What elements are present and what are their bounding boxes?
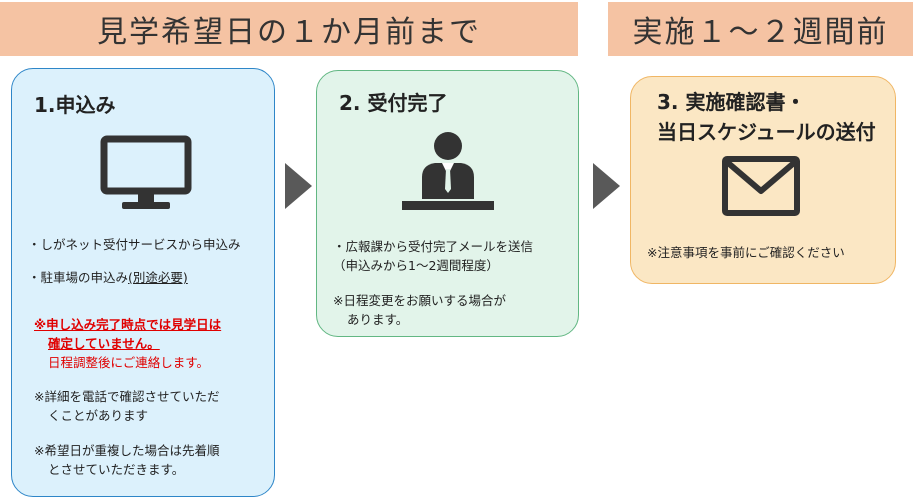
step-2-card: 2. 受付完了 ・広報課から受付完了メールを送信 （申込みから1～2週間程度） … — [316, 70, 579, 337]
step-2-note-change-line1: ※日程変更をお願いする場合が — [333, 293, 506, 308]
step-1-line-parking: ・駐車場の申込み(別途必要) — [28, 268, 188, 287]
step-1-line-register: ・しがネット受付サービスから申込み — [28, 237, 241, 252]
step-1-warning-line2: 確定していません。 — [48, 336, 160, 351]
step-3-card: 3. 実施確認書・ 当日スケジュールの送付 ※注意事項を事前にご確認ください — [630, 76, 896, 284]
step-1-note-first-come-line2: とさせていただきます。 — [48, 462, 185, 477]
step-1-parking-link[interactable]: (別途必要) — [128, 270, 188, 285]
banner-weeks-before-label: 実施１～２週間前 — [632, 15, 889, 50]
step-1-note-phone-line1: ※詳細を電話で確認させていただ — [34, 389, 220, 404]
step-2-title: 2. 受付完了 — [339, 91, 448, 115]
flow-arrow-2-to-3 — [593, 163, 620, 209]
step-1-warning-line3: 日程調整後にご連絡します。 — [48, 355, 210, 370]
timeline-banner-weeks-before: 実施１～２週間前 — [608, 2, 913, 56]
flow-arrow-1-to-2 — [285, 163, 312, 209]
person-at-desk-icon — [402, 132, 494, 210]
step-3-title: 3. 実施確認書・ 当日スケジュールの送付 — [657, 87, 876, 147]
step-2-line-mail: ・広報課から受付完了メールを送信 — [333, 239, 534, 254]
banner-month-before-label: 見学希望日の１か月前まで — [97, 15, 481, 50]
step-1-card: 1.申込み ・しがネット受付サービスから申込み ・駐車場の申込み(別途必要) ※… — [11, 68, 275, 497]
step-2-line-period: （申込みから1～2週間程度） — [333, 258, 499, 273]
step-1-note-phone: ※詳細を電話で確認させていただ くことがあります — [34, 387, 219, 425]
timeline-banner-month-before: 見学希望日の１か月前まで — [0, 2, 578, 56]
step-1-title: 1.申込み — [34, 93, 116, 117]
monitor-icon — [100, 135, 192, 209]
step-1-warning: ※申し込み完了時点では見学日は 確定していません。 日程調整後にご連絡します。 — [34, 315, 221, 372]
step-3-title-line1: 3. 実施確認書・ — [657, 90, 806, 114]
step-1-note-phone-line2: くことがあります — [48, 408, 149, 423]
step-1-parking-prefix: ・駐車場の申込み — [28, 270, 129, 285]
step-1-note-first-come-line1: ※希望日が重複した場合は先着順 — [34, 443, 220, 458]
step-3-title-line2: 当日スケジュールの送付 — [657, 120, 876, 144]
step-2-note-change-line2: あります。 — [347, 312, 409, 327]
step-2-note-change: ※日程変更をお願いする場合が あります。 — [333, 291, 506, 329]
step-3-note: ※注意事項を事前にご確認ください — [647, 245, 845, 260]
step-1-warning-line1: ※申し込み完了時点では見学日は — [34, 317, 222, 332]
envelope-icon — [722, 156, 800, 216]
step-1-note-first-come: ※希望日が重複した場合は先着順 とさせていただきます。 — [34, 441, 219, 479]
